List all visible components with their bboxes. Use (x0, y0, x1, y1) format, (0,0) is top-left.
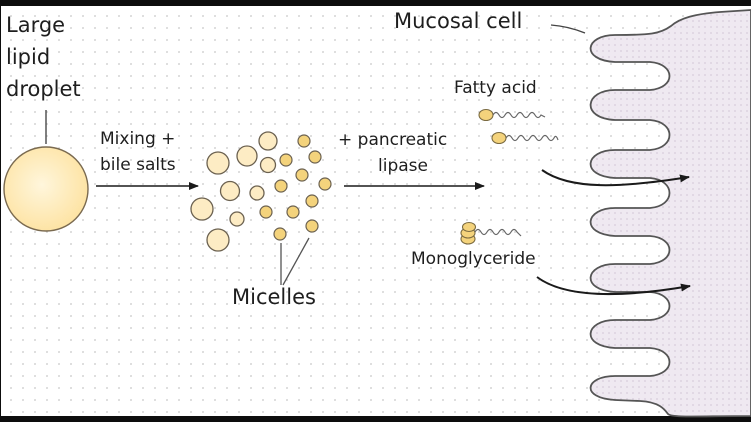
absorption-arrow-monoglyceride (536, 276, 691, 296)
micelle (295, 168, 309, 182)
absorption-arrow-fatty-acid (541, 169, 690, 187)
label-lipase: lipase (378, 156, 428, 176)
micelle (259, 156, 277, 174)
label-mucosal-cell: Mucosal cell (394, 9, 523, 33)
large-lipid-droplet (3, 146, 89, 232)
label-droplet-line3: droplet (6, 77, 81, 101)
micelle (258, 131, 278, 151)
monoglyceride-molecule (460, 221, 522, 245)
label-monoglyceride: Monoglyceride (411, 249, 536, 269)
micelles-small (259, 134, 332, 241)
fatty-acid-1 (478, 108, 546, 122)
micelles-large (190, 131, 278, 252)
micelle (297, 134, 311, 148)
micelle (236, 145, 258, 167)
label-mixing: Mixing + (100, 129, 176, 149)
fatty-acid-2 (491, 131, 559, 145)
label-fatty-acid: Fatty acid (454, 78, 537, 98)
label-droplet-line2: lipid (6, 45, 51, 69)
label-bile-salts: bile salts (100, 155, 176, 175)
label-droplet-line1: Large (6, 13, 66, 37)
micelle (279, 153, 293, 167)
micelle (286, 205, 300, 219)
micelle (259, 205, 273, 219)
micelle (229, 211, 245, 227)
micelle (219, 180, 241, 202)
micelle (308, 150, 322, 164)
micelle (305, 194, 319, 208)
label-micelles: Micelles (232, 285, 316, 309)
micelle (249, 185, 265, 201)
mucosal-cell-pointer (550, 24, 586, 34)
label-pancreatic: + pancreatic (338, 130, 448, 150)
micelle (305, 219, 319, 233)
micelle (273, 227, 287, 241)
micelle (274, 179, 288, 193)
micelles-pointer (282, 237, 310, 286)
micelle (318, 177, 332, 191)
mucosal-cell (589, 9, 751, 418)
micelle (206, 228, 230, 252)
micelle (190, 197, 214, 221)
micelle (206, 151, 230, 175)
